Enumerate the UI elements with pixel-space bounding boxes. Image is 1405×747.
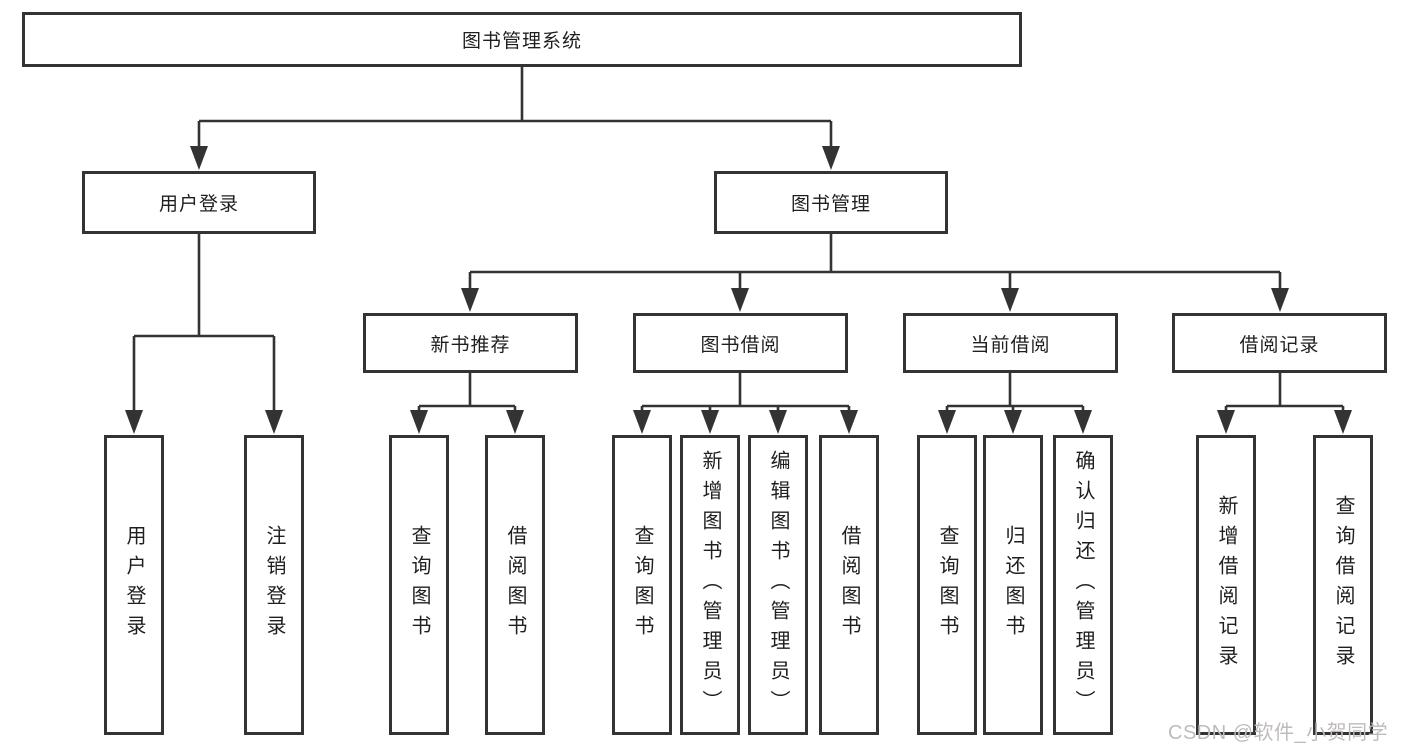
leaf-label: 确认归还（管理员） [1072, 450, 1094, 720]
connector-new-book-rec-to-leaves [417, 373, 517, 414]
node-book-borrowing: 图书借阅 [633, 313, 848, 373]
node-label: 图书管理 [790, 194, 871, 215]
leaf-borrow-books-recommend: 借阅图书 [485, 435, 545, 735]
leaf-edit-books-admin: 编辑图书（管理员） [748, 435, 808, 735]
node-label: 新书推荐 [430, 334, 511, 356]
arrowhead-icon [410, 410, 428, 434]
leaf-label: 借阅图书 [504, 525, 526, 645]
node-borrowing-records: 借阅记录 [1172, 313, 1387, 373]
leaf-return-books: 归还图书 [983, 435, 1043, 735]
node-new-book-recommend: 新书推荐 [363, 313, 578, 373]
arrowhead-icon [731, 288, 749, 312]
leaf-label: 查询图书 [936, 525, 958, 645]
leaf-borrow-books: 借阅图书 [819, 435, 879, 735]
leaf-label: 新增借阅记录 [1215, 495, 1237, 675]
arrowhead-icon [1271, 288, 1289, 312]
leaf-add-borrow-record: 新增借阅记录 [1196, 435, 1256, 735]
leaf-label: 新增图书（管理员） [699, 450, 721, 720]
arrowhead-icon [840, 410, 858, 434]
leaf-query-borrow-record: 查询借阅记录 [1313, 435, 1373, 735]
arrowhead-icon [1074, 410, 1092, 434]
arrowhead-icon [125, 410, 143, 434]
arrowhead-icon [701, 410, 719, 434]
node-label: 图书管理系统 [461, 31, 582, 52]
arrowheads [125, 146, 1352, 434]
node-label: 当前借阅 [970, 334, 1051, 356]
arrowhead-icon [822, 146, 840, 170]
node-label: 用户登录 [158, 194, 239, 215]
arrowhead-icon [1001, 288, 1019, 312]
leaf-query-books-current: 查询图书 [917, 435, 977, 735]
arrowhead-icon [1217, 410, 1235, 434]
arrowhead-icon [265, 410, 283, 434]
arrowhead-icon [1334, 410, 1352, 434]
connector-root-to-level2 [197, 67, 833, 150]
connector-book-mgmt-to-level3 [468, 234, 1282, 293]
node-label: 图书借阅 [700, 334, 781, 356]
leaf-label: 借阅图书 [838, 525, 860, 645]
node-label: 借阅记录 [1239, 334, 1320, 356]
connector-current-borrow-to-leaves [945, 373, 1085, 414]
leaf-label: 查询图书 [631, 525, 653, 645]
leaf-label: 编辑图书（管理员） [767, 450, 789, 720]
arrowhead-icon [506, 410, 524, 434]
leaf-logout: 注销登录 [244, 435, 304, 735]
leaf-label: 注销登录 [263, 525, 285, 645]
arrowhead-icon [461, 288, 479, 312]
leaf-query-books-borrow: 查询图书 [612, 435, 672, 735]
arrowhead-icon [769, 410, 787, 434]
arrowhead-icon [633, 410, 651, 434]
node-library-management-system: 图书管理系统 [22, 12, 1022, 67]
connector-borrow-records-to-leaves [1224, 373, 1345, 414]
leaf-confirm-return-admin: 确认归还（管理员） [1053, 435, 1113, 735]
arrowhead-icon [938, 410, 956, 434]
leaf-add-books-admin: 新增图书（管理员） [680, 435, 740, 735]
leaf-label: 查询图书 [408, 525, 430, 645]
csdn-watermark: CSDN @软件_小贺同学 [1168, 722, 1389, 744]
connector-lines [132, 67, 1345, 414]
connector-user-login-to-leaves [132, 234, 276, 414]
node-book-management: 图书管理 [714, 171, 948, 234]
arrowhead-icon [1004, 410, 1022, 434]
leaf-user-login: 用户登录 [104, 435, 164, 735]
leaf-query-books-recommend: 查询图书 [389, 435, 449, 735]
connector-book-borrow-to-leaves [640, 373, 851, 414]
node-user-login: 用户登录 [82, 171, 316, 234]
arrowhead-icon [190, 146, 208, 170]
node-current-borrowing: 当前借阅 [903, 313, 1118, 373]
leaf-label: 查询借阅记录 [1332, 495, 1354, 675]
leaf-label: 归还图书 [1002, 525, 1024, 645]
leaf-label: 用户登录 [123, 525, 145, 645]
